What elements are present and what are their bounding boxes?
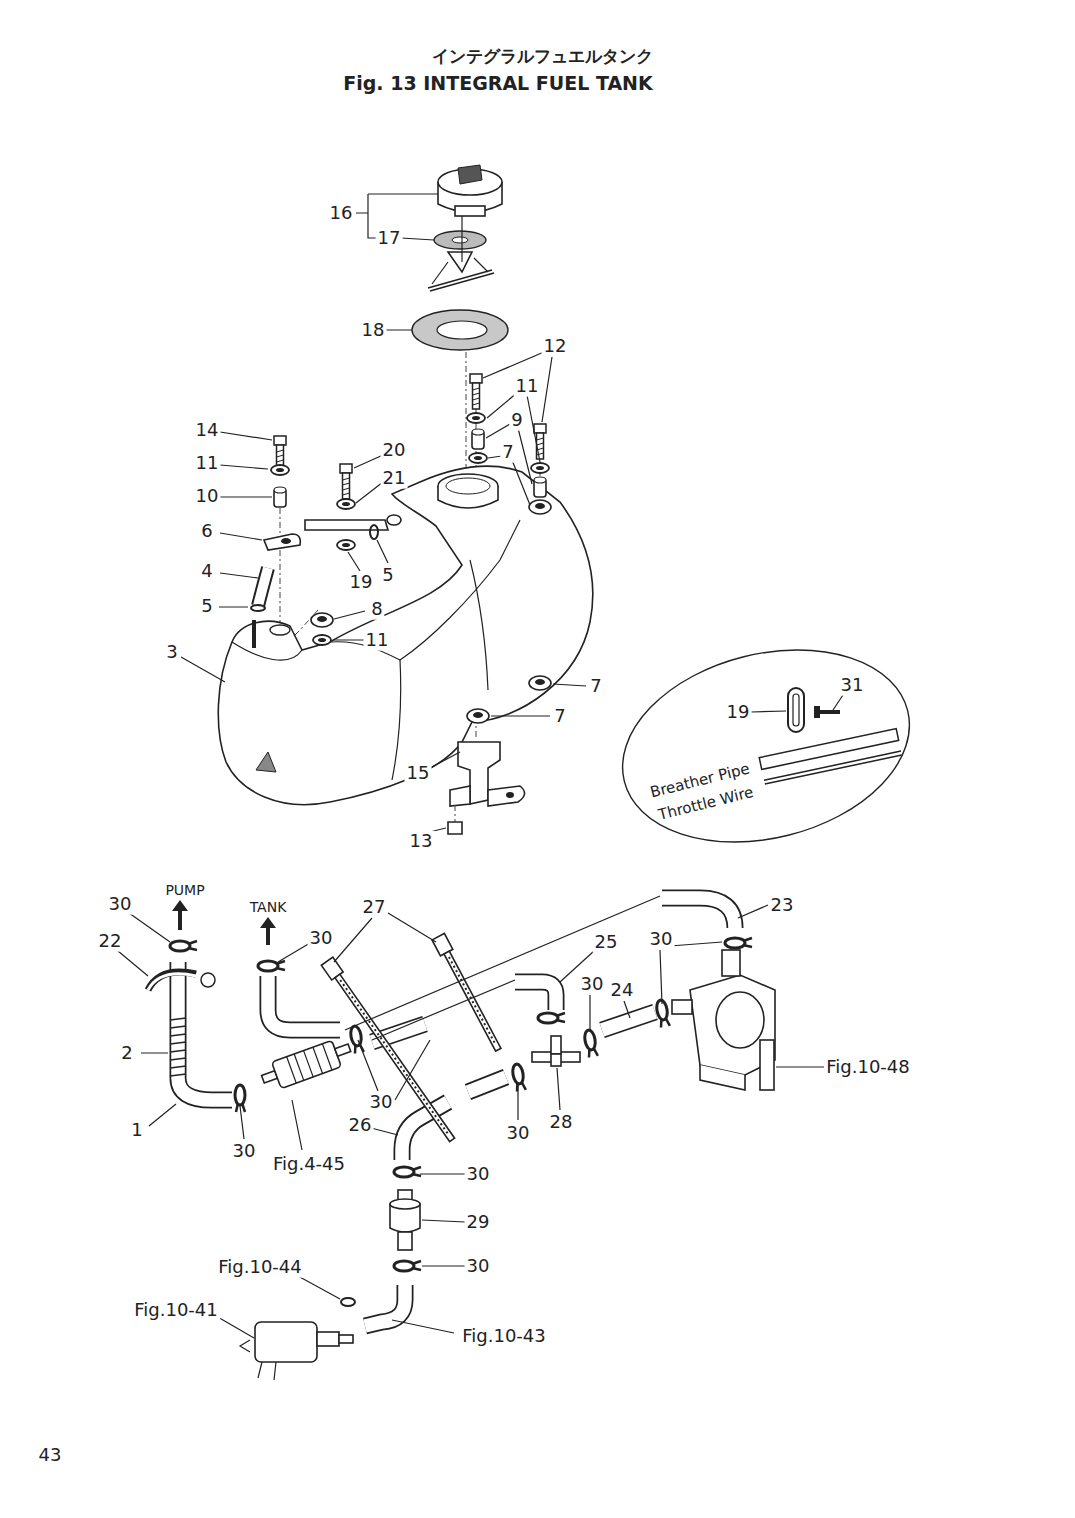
callout-number: 7 [552,706,567,727]
hose-clips [170,938,752,1271]
callout-number: 12 [542,336,569,357]
callout-number: 5 [199,596,214,617]
callout-number: 30 [465,1256,492,1277]
callout-number: 2 [119,1043,134,1064]
callout-number: 4 [199,561,214,582]
tank-bracket [448,742,525,834]
part-reference: Fig.10-43 [460,1326,548,1347]
callout-number: 30 [579,974,606,995]
callout-number: 30 [231,1141,258,1162]
tee-joint [532,1036,580,1066]
page-number: 43 [37,1445,64,1466]
callout-number: 19 [348,572,375,593]
detail-view [602,621,930,870]
callout-number: 30 [368,1092,395,1113]
integral-fuel-tank [218,466,593,804]
callout-number: 8 [369,599,384,620]
part-reference: TANK [248,899,289,915]
callout-number: 14 [194,420,221,441]
part-reference: Fig.10-41 [132,1300,220,1321]
callout-number: 30 [505,1123,532,1144]
callout-number: 17 [376,228,403,249]
callout-number: 26 [347,1115,374,1136]
figure-title: Fig. 13 INTEGRAL FUEL TANK [341,72,654,94]
leader-lines [118,905,824,1338]
callout-number: 9 [509,410,524,431]
part-reference: Fig.10-44 [216,1257,304,1278]
callout-number: 16 [328,203,355,224]
fuel-filter [258,1036,354,1094]
part-reference: PUMP [163,882,206,898]
fuel-pump-part [240,1298,355,1380]
small-hose [251,525,378,611]
callout-number: 30 [465,1164,492,1185]
callout-number: 18 [360,320,387,341]
callout-number: 22 [97,931,124,952]
part-reference: Fig.10-48 [824,1057,912,1078]
cable-ties [321,933,504,1143]
callout-number: 28 [548,1112,575,1133]
callout-number: 13 [408,831,435,852]
callout-number: 31 [839,675,866,696]
callout-number: 20 [381,440,408,461]
callout-number: 1 [129,1120,144,1141]
gasket [412,310,508,350]
callout-number: 27 [361,897,388,918]
callout-number: 30 [308,928,335,949]
carburetor [672,950,775,1090]
fuel-hoses [170,898,735,1326]
callout-number: 15 [405,763,432,784]
callout-number: 7 [588,676,603,697]
callout-number: 23 [769,895,796,916]
part-reference: Fig.4-45 [271,1154,347,1175]
callout-number: 11 [194,453,221,474]
callout-number: 11 [514,376,541,397]
leader-lines [181,194,843,833]
check-valve [390,1190,420,1250]
callout-number: 25 [593,932,620,953]
callout-number: 21 [381,468,408,489]
callout-number: 3 [164,642,179,663]
callout-number: 5 [380,565,395,586]
fasteners [264,374,551,723]
callout-number: 24 [609,980,636,1001]
callout-number: 7 [500,442,515,463]
fuel-cap [428,165,502,291]
hose-holder [148,972,215,990]
callout-number: 29 [465,1212,492,1233]
callout-number: 6 [199,521,214,542]
callout-number: 10 [194,486,221,507]
assembly-lines [345,896,660,1100]
callout-number: 11 [364,630,391,651]
callout-number: 19 [725,702,752,723]
callout-number: 30 [107,894,134,915]
figure-title-japanese: インテグラルフュエルタンク [430,47,655,67]
callout-number: 30 [648,929,675,950]
